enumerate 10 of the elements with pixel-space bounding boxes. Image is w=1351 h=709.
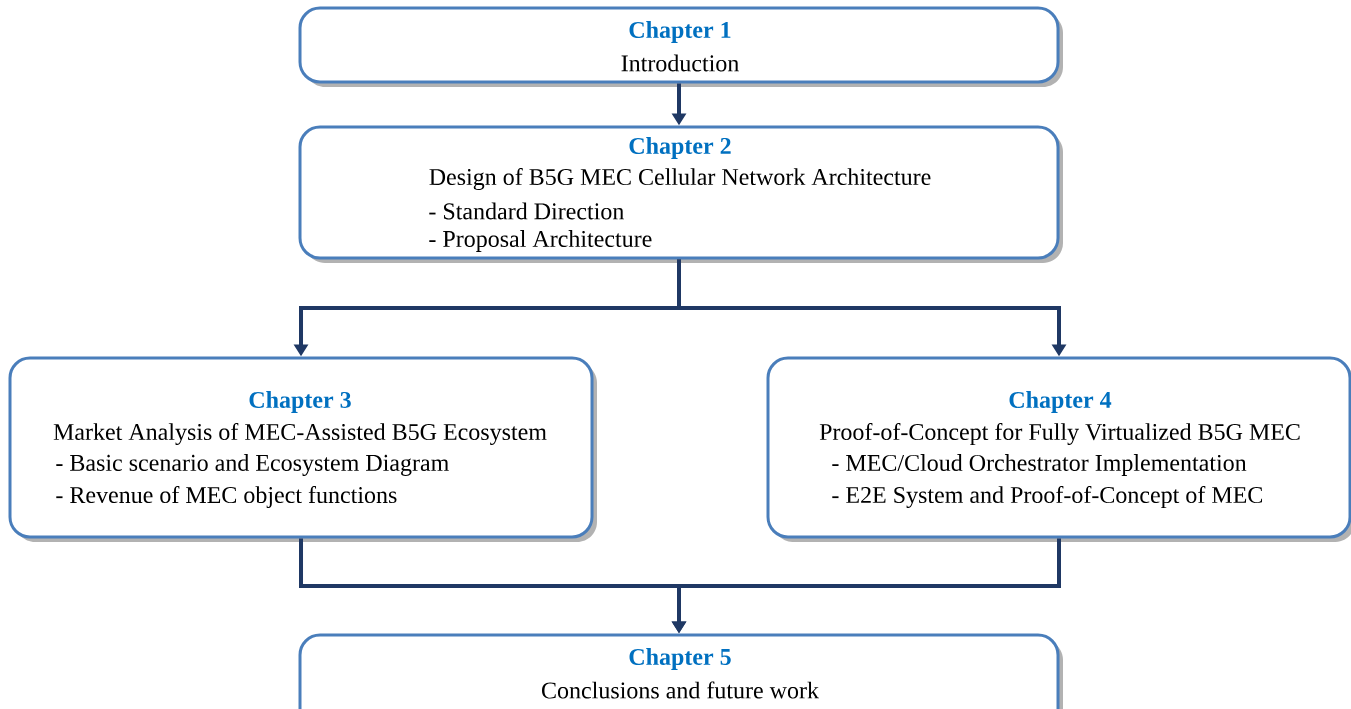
chapter-title: Market Analysis of MEC-Assisted B5G Ecosystem <box>53 422 547 446</box>
chapter-title: Design of B5G MEC Cellular Network Architecture <box>429 167 931 191</box>
chapter-heading: Chapter 3 <box>249 391 351 413</box>
chapter-heading: Chapter 1 <box>629 21 731 43</box>
topic-item: - Standard Direction <box>429 202 624 220</box>
topic-item: - Proposal Architecture <box>429 230 652 252</box>
chapter-heading: Chapter 2 <box>629 137 731 159</box>
topic-item: - Revenue of MEC object functions <box>56 486 397 508</box>
chapter-title: Introduction <box>621 54 739 72</box>
topic-item: - Basic scenario and Ecosystem Diagram <box>56 454 449 476</box>
